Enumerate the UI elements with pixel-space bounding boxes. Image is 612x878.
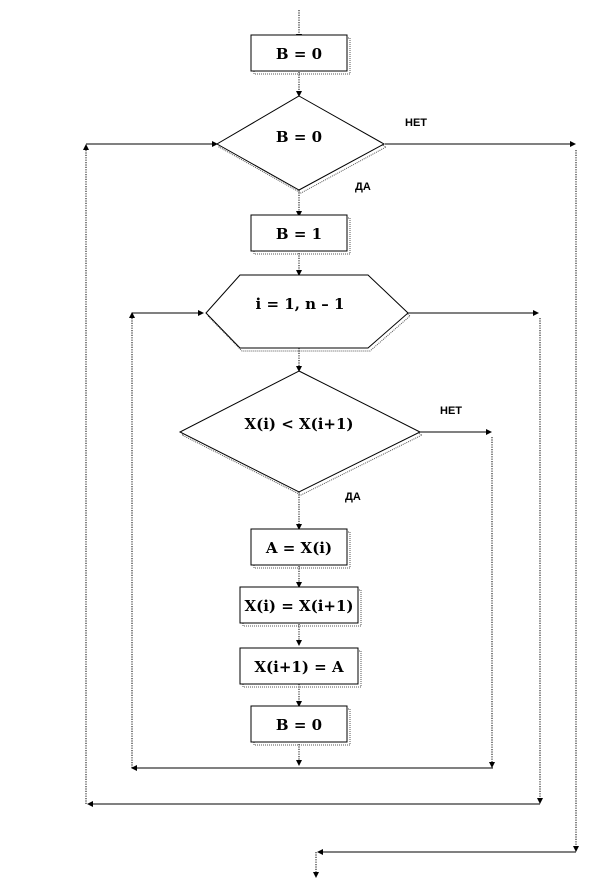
outer-condition-label: B = 0 — [276, 128, 322, 146]
process-block-set-b: B = 1 — [250, 214, 351, 255]
process-block-swap-step2: X(i) = X(i+1) — [239, 586, 362, 627]
process-block-swap-step1: A = X(i) — [250, 528, 351, 569]
reset-b-label: B = 0 — [276, 716, 322, 734]
process-block-reset-b: B = 0 — [250, 705, 351, 746]
loop-header-hexagon: i = 1, n – 1 — [205, 274, 411, 352]
loop-header-label: i = 1, n – 1 — [256, 295, 345, 313]
process-block-swap-step3: X(i+1) = A — [239, 647, 362, 688]
connectors — [85, 10, 577, 872]
outer-no-label: НЕТ — [405, 117, 427, 129]
swap-step3-label: X(i+1) = A — [254, 658, 344, 676]
set-b-label: B = 1 — [276, 225, 322, 243]
decision-compare: X(i) < X(i+1) — [178, 370, 424, 496]
compare-yes-label: ДА — [345, 491, 361, 503]
swap-step2-label: X(i) = X(i+1) — [244, 597, 353, 615]
process-block-init-b: B = 0 — [250, 34, 351, 75]
decision-outer-condition: B = 0 — [215, 95, 388, 194]
compare-no-label: НЕТ — [440, 405, 462, 417]
init-b-label: B = 0 — [276, 45, 322, 63]
outer-yes-label: ДА — [355, 181, 371, 193]
swap-step1-label: A = X(i) — [265, 539, 332, 557]
compare-label: X(i) < X(i+1) — [244, 415, 353, 433]
